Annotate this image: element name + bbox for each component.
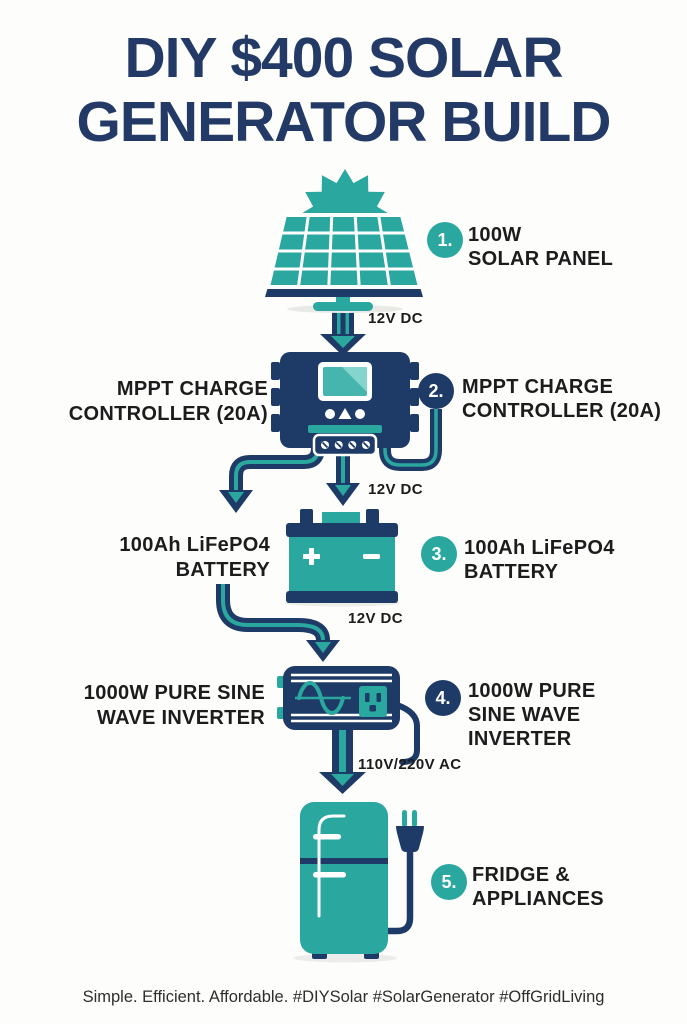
- connection-label-dc-1: 12V DC: [368, 310, 423, 327]
- solar-panel-icon: [265, 169, 423, 313]
- step-3-number: 3.: [431, 543, 447, 564]
- panel-to-controller-arrow-icon: [320, 306, 366, 356]
- step-2-badge: 2.: [418, 373, 454, 409]
- fridge-icon: [293, 802, 424, 963]
- plug-icon: [396, 810, 424, 852]
- connection-label-dc-2: 12V DC: [368, 481, 423, 498]
- side-label-controller: MPPT CHARGE CONTROLLER (20A): [68, 378, 268, 425]
- outlet-icon: [359, 686, 387, 717]
- battery-to-inverter-cable-icon: [216, 584, 340, 662]
- page-title: DIY $400 SOLAR GENERATOR BUILD: [76, 26, 612, 154]
- step-4-label: 1000W PURE SINE WAVE INVERTER: [468, 680, 596, 750]
- step-5-number: 5.: [441, 871, 457, 892]
- step-1-label: 100W SOLAR PANEL: [468, 224, 614, 270]
- connection-label-dc-3: 12V DC: [348, 610, 403, 627]
- battery-icon: [284, 509, 400, 607]
- step-2-label: MPPT CHARGE CONTROLLER (20A): [462, 376, 662, 422]
- inverter-icon: [277, 666, 420, 765]
- step-5-label: FRIDGE & APPLIANCES: [472, 864, 604, 910]
- footer-tagline: Simple. Efficient. Affordable. #DIYSolar…: [82, 988, 605, 1006]
- terminal-block: [312, 433, 378, 457]
- battery-terminals-signs: [303, 548, 380, 565]
- side-label-inverter: 1000W PURE SINE WAVE INVERTER: [83, 682, 265, 729]
- step-2-number: 2.: [428, 380, 444, 401]
- charge-controller-icon: [271, 352, 419, 457]
- step-5-badge: 5.: [431, 864, 467, 900]
- step-4-badge: 4.: [425, 680, 461, 716]
- sine-wave-icon: [295, 681, 351, 715]
- connection-label-ac: 110V/220V AC: [358, 756, 462, 773]
- step-4-number: 4.: [435, 687, 451, 708]
- step-3-badge: 3.: [421, 536, 457, 572]
- step-1-badge: 1.: [427, 222, 463, 258]
- step-1-number: 1.: [437, 229, 453, 250]
- inverter-to-fridge-arrow-icon: [319, 728, 366, 794]
- side-label-battery: 100Ah LiFePO4 BATTERY: [119, 534, 270, 581]
- inverter-cord: [394, 702, 420, 765]
- power-cord: [381, 844, 414, 935]
- step-3-label: 100Ah LiFePO4 BATTERY: [464, 537, 615, 583]
